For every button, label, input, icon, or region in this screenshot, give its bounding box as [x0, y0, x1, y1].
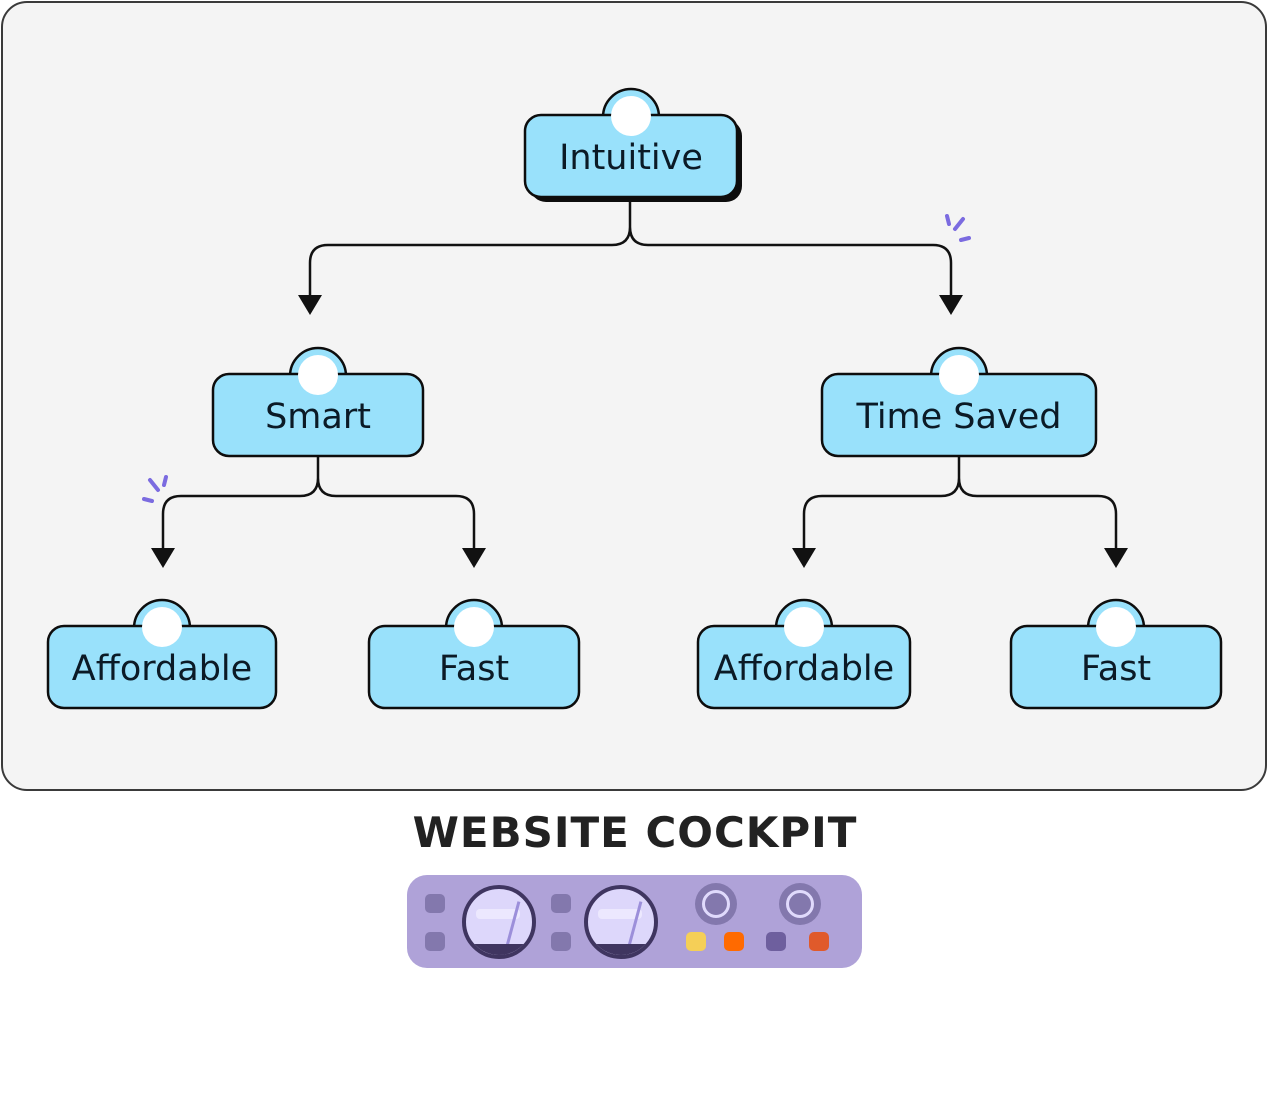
connector-line [802, 455, 1118, 550]
indicator-light-orange [724, 932, 744, 951]
node-time-saved: Time Saved [820, 346, 1098, 458]
arrow-head-icon [298, 295, 322, 315]
node-smart-fast: Fast [367, 598, 581, 710]
node-bubble-icon [939, 355, 979, 395]
website-cockpit-illustration [407, 875, 862, 968]
arrow-head-icon [792, 548, 816, 568]
indicator-light-red [809, 932, 829, 951]
arrow-head-icon [151, 548, 175, 568]
node-label: Fast [1081, 649, 1151, 689]
indicator-light-yellow [686, 932, 706, 951]
node-label: Affordable [72, 649, 252, 689]
node-bubble-icon [1096, 607, 1136, 647]
node-label: Affordable [714, 649, 894, 689]
indicator-light-purple [766, 932, 786, 951]
button-square-icon [551, 894, 571, 913]
arrow-head-icon [939, 295, 963, 315]
node-bubble-icon [298, 355, 338, 395]
node-smart: Smart [211, 346, 425, 458]
button-square-icon [425, 932, 445, 951]
node-bubble-icon [784, 607, 824, 647]
footer-title: WEBSITE COCKPIT [412, 808, 858, 857]
node-bubble-icon [142, 607, 182, 647]
button-square-icon [551, 932, 571, 951]
arrow-head-icon [462, 548, 486, 568]
knob-icon [779, 883, 821, 925]
node-time-saved-fast: Fast [1009, 598, 1223, 710]
connector-line [161, 455, 476, 550]
node-time-saved-affordable: Affordable [696, 598, 912, 710]
sparkle-icon [142, 475, 168, 503]
node-label: Smart [265, 397, 371, 437]
sparkle-icon [945, 214, 971, 242]
node-label: Fast [439, 649, 509, 689]
node-intuitive: Intuitive [523, 87, 742, 202]
node-smart-affordable: Affordable [46, 598, 278, 710]
connector-line [308, 200, 953, 297]
node-label: Time Saved [856, 397, 1062, 437]
button-square-icon [425, 894, 445, 913]
arrow-head-icon [1104, 548, 1128, 568]
node-bubble-icon [454, 607, 494, 647]
node-bubble-icon [611, 96, 651, 136]
node-label: Intuitive [559, 138, 703, 178]
knob-icon [695, 883, 737, 925]
gauge-icon [462, 885, 536, 959]
connectors [142, 200, 1128, 568]
gauge-icon [584, 885, 658, 959]
